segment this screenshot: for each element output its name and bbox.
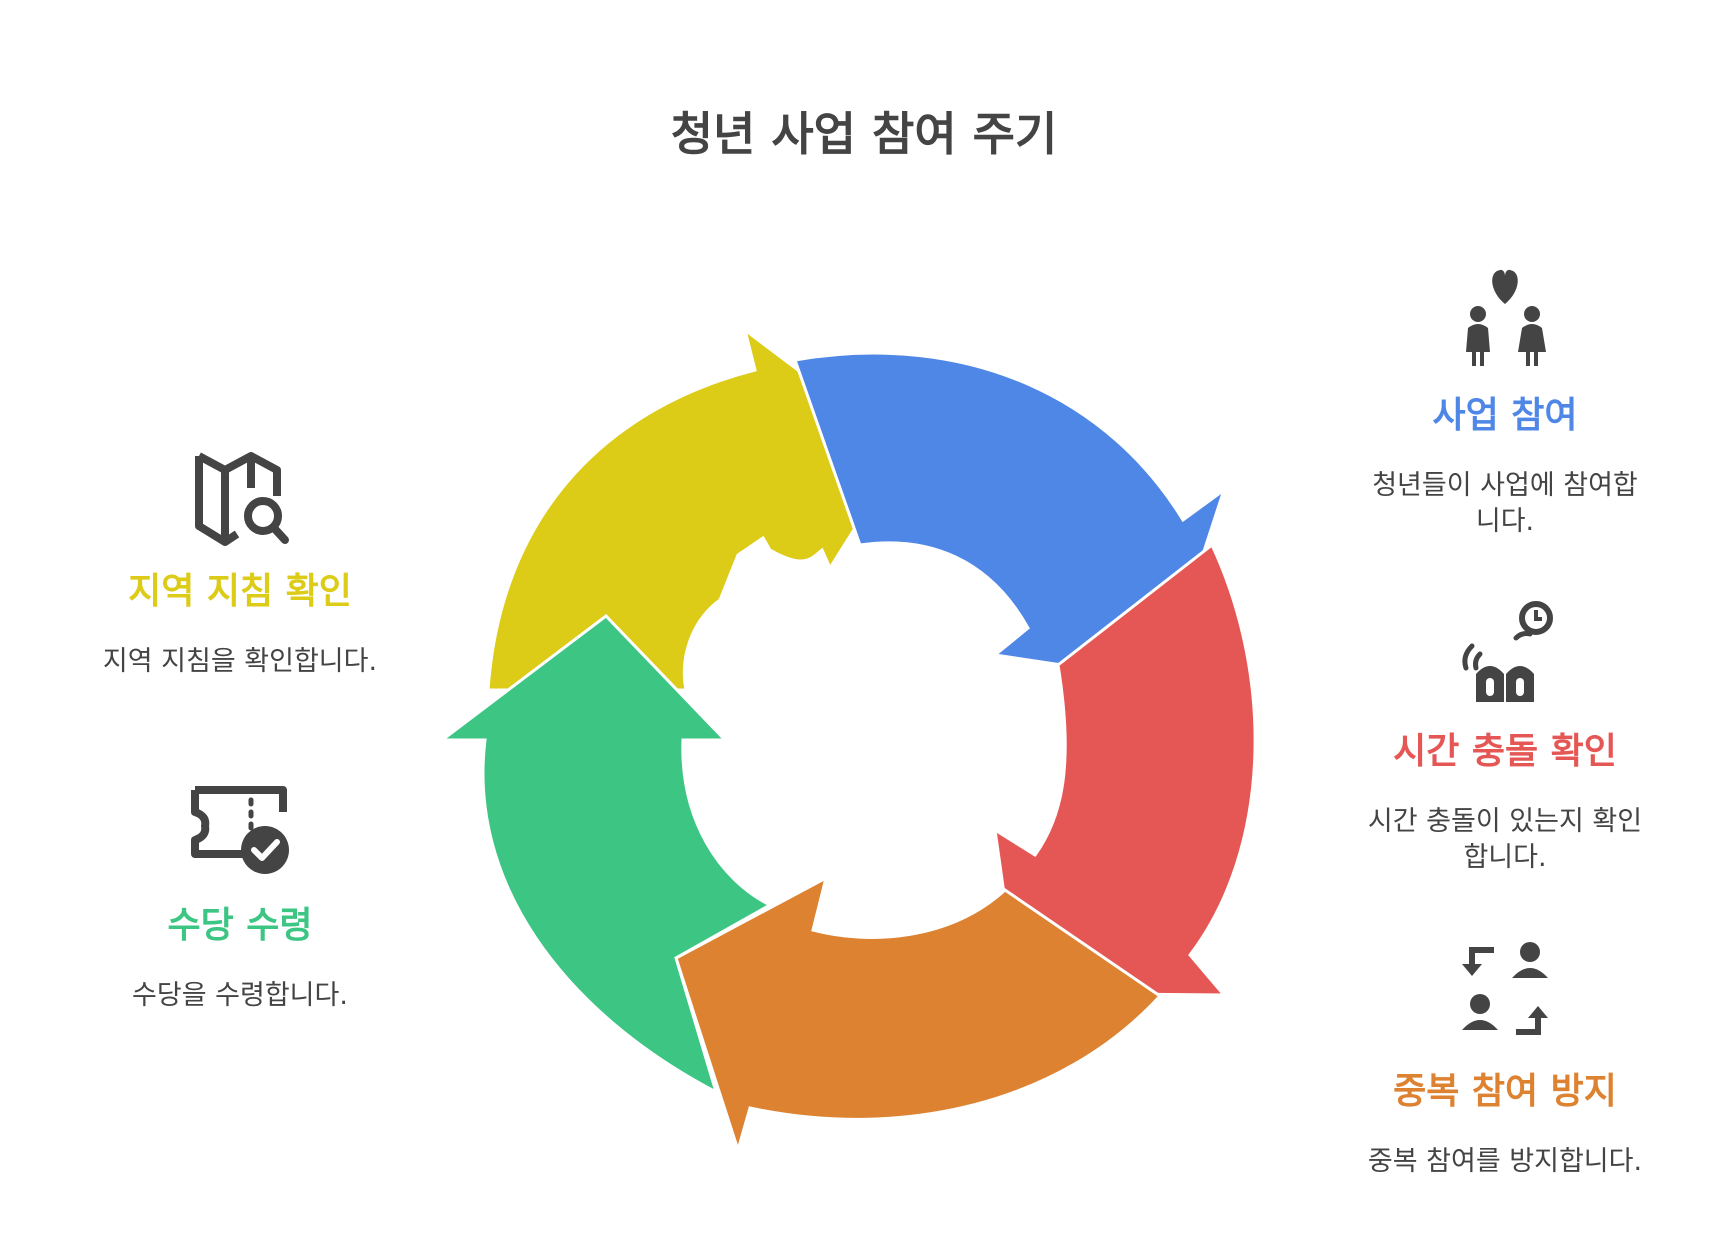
ticket-check-icon [191,786,289,874]
step-description: 지역 지침을 확인합니다. [102,646,378,677]
clock-people-icon [1462,601,1553,702]
step-guideline: 지역 지침 확인 지역 지침을 확인합니다. [80,448,400,680]
step-duplicate-prevent: 중복 참여 방지 중복 참여를 방지합니다. [1345,938,1665,1180]
step-label: 수당 수령 [167,905,313,946]
cycle-arrow-guideline [486,326,907,692]
cycle-arrow-duplicate-prevent [674,875,1163,1156]
step-participate: 사업 참여 청년들이 사업에 참여합니다. [1345,262,1665,540]
step-label: 시간 충돌 확인 [1393,731,1617,772]
step-allowance: 수당 수령 수당을 수령합니다. [80,782,400,1014]
diagram-title: 청년 사업 참여 주기 [670,107,1058,161]
couple-heart-icon [1466,269,1546,366]
step-description: 중복 참여를 방지합니다. [1367,1146,1643,1177]
step-time-check: 시간 충돌 확인 시간 충돌이 있는지 확인합니다. [1345,598,1665,876]
step-label: 사업 참여 [1432,395,1578,436]
step-description: 청년들이 사업에 참여합니다. [1372,470,1638,537]
step-description: 시간 충돌이 있는지 확인합니다. [1367,806,1643,873]
step-label: 중복 참여 방지 [1393,1071,1617,1112]
cycle-arrow-time-check [993,542,1257,997]
step-label: 지역 지침 확인 [128,571,352,612]
cycle-arrow-participate [792,351,1227,682]
step-description: 수당을 수령합니다. [132,980,348,1011]
map-search-icon [195,452,289,546]
swap-users-icon [1462,942,1548,1035]
cycle-arrow-allowance [437,613,774,1095]
